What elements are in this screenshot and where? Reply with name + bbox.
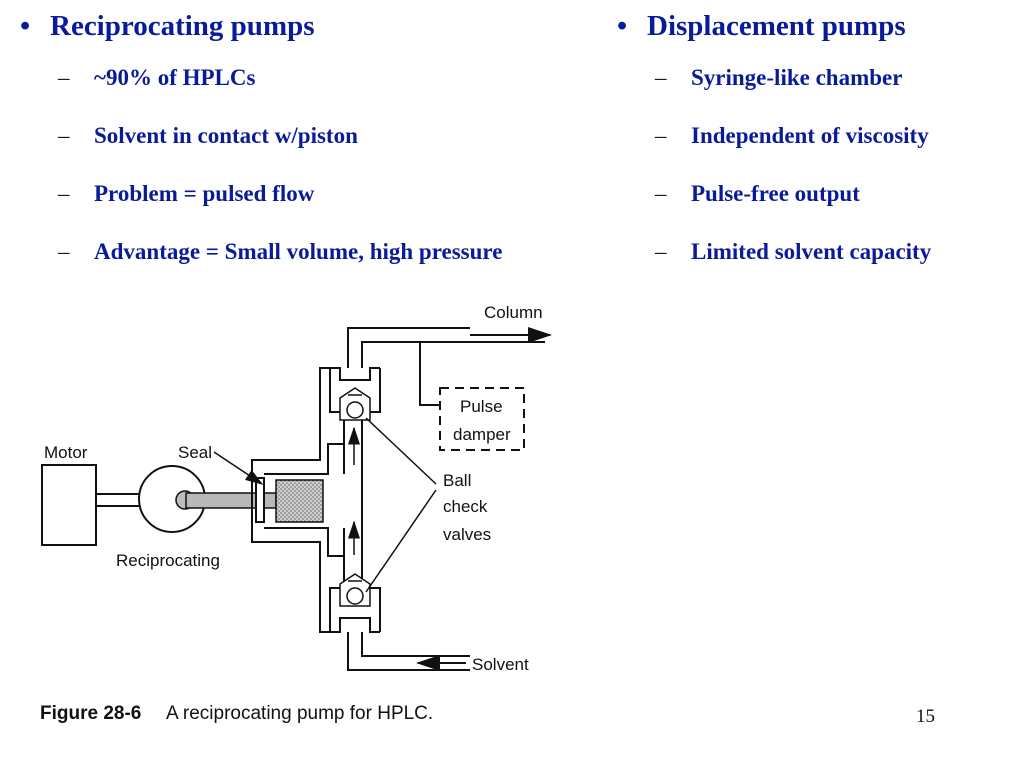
right-heading-text: Displacement pumps bbox=[647, 10, 906, 42]
left-heading: • Reciprocating pumps bbox=[20, 8, 610, 44]
motor-box bbox=[41, 464, 97, 546]
right-heading: • Displacement pumps bbox=[617, 8, 1017, 44]
right-item: – Independent of viscosity bbox=[655, 122, 1017, 150]
lower-ball-valve bbox=[339, 573, 371, 607]
dash-icon: – bbox=[655, 239, 667, 264]
reciprocating-label: Reciprocating bbox=[116, 551, 220, 570]
right-item-text: Limited solvent capacity bbox=[691, 239, 932, 264]
dash-icon: – bbox=[58, 65, 70, 90]
dash-icon: – bbox=[655, 181, 667, 206]
pulse-label: Pulse bbox=[460, 397, 503, 416]
dash-icon: – bbox=[655, 65, 667, 90]
bullet-icon: • bbox=[617, 10, 628, 42]
left-item-text: Advantage = Small volume, high pressure bbox=[94, 239, 503, 264]
left-item: – Solvent in contact w/piston bbox=[58, 122, 610, 150]
right-column: • Displacement pumps – Syringe-like cham… bbox=[617, 8, 1017, 266]
figure-caption: A reciprocating pump for HPLC. bbox=[166, 703, 434, 724]
right-item: – Syringe-like chamber bbox=[655, 64, 1017, 92]
pump-diagram: Column Pulse damper Motor Seal Ball chec… bbox=[41, 303, 552, 674]
column-label: Column bbox=[484, 303, 543, 322]
dash-icon: – bbox=[655, 123, 667, 148]
dash-icon: – bbox=[58, 181, 70, 206]
seal bbox=[255, 477, 265, 523]
dash-icon: – bbox=[58, 239, 70, 264]
motor-label: Motor bbox=[44, 443, 88, 462]
left-item-text: ~90% of HPLCs bbox=[94, 65, 256, 90]
damper-label: damper bbox=[453, 425, 511, 444]
page-number: 15 bbox=[916, 706, 935, 727]
leader-lines bbox=[213, 417, 437, 593]
motor-shaft bbox=[96, 493, 142, 507]
seal-label: Seal bbox=[178, 443, 212, 462]
dash-icon: – bbox=[58, 123, 70, 148]
ball-label: Ball bbox=[443, 471, 471, 490]
upper-ball-valve bbox=[339, 387, 371, 421]
piston-head bbox=[275, 479, 324, 523]
valves-label: valves bbox=[443, 525, 491, 544]
left-column: • Reciprocating pumps – ~90% of HPLCs – … bbox=[20, 8, 610, 266]
left-heading-text: Reciprocating pumps bbox=[50, 10, 315, 42]
right-item: – Pulse-free output bbox=[655, 180, 1017, 208]
right-item-text: Independent of viscosity bbox=[691, 123, 929, 148]
figure-label: Figure 28-6 bbox=[40, 703, 142, 724]
left-item-text: Solvent in contact w/piston bbox=[94, 123, 358, 148]
right-item-text: Pulse-free output bbox=[691, 181, 860, 206]
solvent-label: Solvent bbox=[472, 655, 529, 674]
left-item: – Advantage = Small volume, high pressur… bbox=[58, 238, 610, 266]
right-item-text: Syringe-like chamber bbox=[691, 65, 903, 90]
bullet-icon: • bbox=[20, 10, 31, 42]
pulse-damper-box bbox=[439, 387, 525, 451]
check-label: check bbox=[443, 497, 488, 516]
left-item: – ~90% of HPLCs bbox=[58, 64, 610, 92]
left-item-text: Problem = pulsed flow bbox=[94, 181, 315, 206]
left-item: – Problem = pulsed flow bbox=[58, 180, 610, 208]
right-item: – Limited solvent capacity bbox=[655, 238, 1017, 266]
